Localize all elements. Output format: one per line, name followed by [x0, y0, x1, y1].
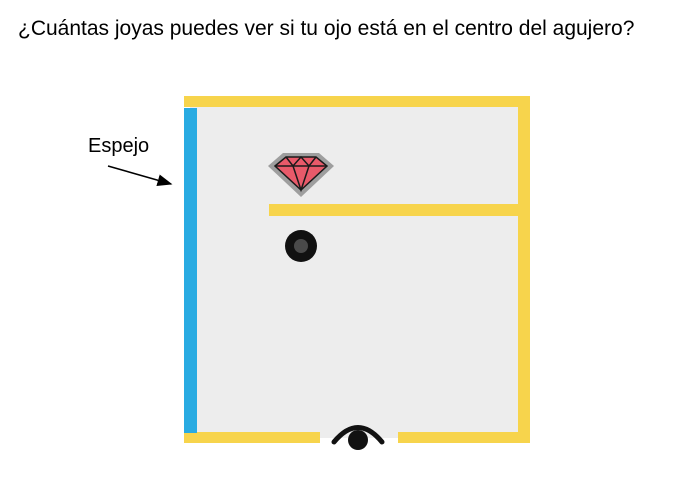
hole-icon — [285, 230, 317, 262]
question-text: ¿Cuántas joyas puedes ver si tu ojo está… — [18, 17, 635, 40]
bottom-wall-left — [184, 432, 320, 443]
mirror — [184, 108, 197, 433]
bottom-wall-right — [398, 432, 530, 443]
eye-icon — [331, 425, 385, 450]
mirror-label: Espejo — [88, 135, 150, 157]
inner-wall — [269, 204, 524, 216]
right-wall — [518, 96, 530, 443]
ruby-gem-icon — [268, 153, 334, 197]
mirror-pointer-arrow — [107, 165, 173, 187]
room-floor — [190, 102, 524, 438]
top-wall — [184, 96, 530, 107]
